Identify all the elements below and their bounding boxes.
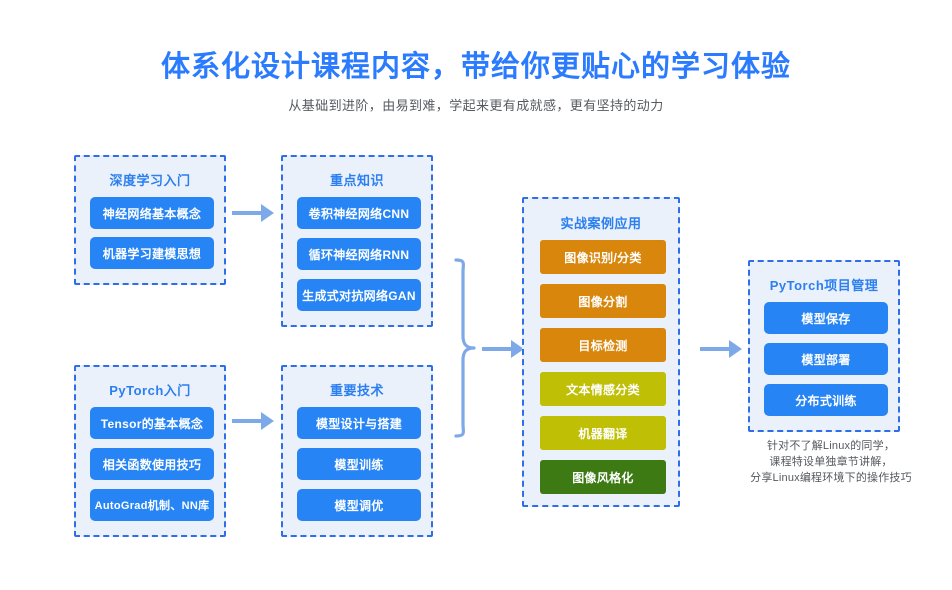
group-panel-practical-cases[interactable]: 实战案例应用 图像识别/分类 图像分割 目标检测 文本情感分类 机器翻译 图像风…: [522, 197, 680, 507]
arrow-head: [261, 412, 274, 430]
curly-brace-connector: [452, 258, 478, 438]
arrow-head: [729, 340, 742, 358]
chip-rnn[interactable]: 循环神经网络RNN: [297, 238, 421, 270]
chip-ml-modeling-ideas[interactable]: 机器学习建模思想: [90, 237, 214, 269]
chip-gan[interactable]: 生成式对抗网络GAN: [297, 279, 421, 311]
arrow-brace-to-practical-cases: [482, 339, 524, 359]
group-title-deep-learning-intro: 深度学习入门: [109, 173, 191, 188]
arrow-head: [261, 204, 274, 222]
chip-model-training[interactable]: 模型训练: [297, 448, 421, 480]
arrow-practical-cases-to-project-management: [700, 339, 742, 359]
chip-tensor-basics[interactable]: Tensor的基本概念: [90, 407, 214, 439]
group-panel-key-knowledge[interactable]: 重点知识 卷积神经网络CNN 循环神经网络RNN 生成式对抗网络GAN: [281, 155, 433, 327]
chip-model-saving[interactable]: 模型保存: [764, 302, 888, 334]
chip-model-design[interactable]: 模型设计与搭建: [297, 407, 421, 439]
chip-distributed-training[interactable]: 分布式训练: [764, 384, 888, 416]
arrow-shaft: [482, 347, 512, 351]
arrow-shaft: [700, 347, 730, 351]
arrow-shaft: [232, 419, 262, 423]
group-panel-deep-learning-intro[interactable]: 深度学习入门 神经网络基本概念 机器学习建模思想: [74, 155, 226, 285]
header: 体系化设计课程内容，带给你更贴心的学习体验 从基础到进阶，由易到难，学起来更有成…: [0, 48, 952, 115]
chip-object-detection[interactable]: 目标检测: [540, 328, 666, 362]
chip-neural-network-basics[interactable]: 神经网络基本概念: [90, 197, 214, 229]
chip-image-segmentation[interactable]: 图像分割: [540, 284, 666, 318]
chip-text-sentiment-classification[interactable]: 文本情感分类: [540, 372, 666, 406]
chip-cnn[interactable]: 卷积神经网络CNN: [297, 197, 421, 229]
chip-machine-translation[interactable]: 机器翻译: [540, 416, 666, 450]
arrow-shaft: [232, 211, 262, 215]
footnote-line-1: 针对不了解Linux的同学，: [766, 440, 896, 452]
chip-autograd-nn[interactable]: AutoGrad机制、NN库: [90, 489, 214, 521]
footnote-line-2: 课程特设单独章节讲解，: [769, 456, 893, 468]
chip-function-tips[interactable]: 相关函数使用技巧: [90, 448, 214, 480]
group-title-pytorch-intro: PyTorch入门: [109, 383, 191, 398]
group-panel-pytorch-intro[interactable]: PyTorch入门 Tensor的基本概念 相关函数使用技巧 AutoGrad机…: [74, 365, 226, 537]
chip-model-tuning[interactable]: 模型调优: [297, 489, 421, 521]
page-title: 体系化设计课程内容，带给你更贴心的学习体验: [160, 51, 791, 83]
chip-model-deployment[interactable]: 模型部署: [764, 343, 888, 375]
group-title-project-management: PyTorch项目管理: [769, 278, 879, 293]
page-subtitle: 从基础到进阶，由易到难，学起来更有成就感，更有坚持的动力: [288, 98, 664, 113]
chip-image-style-transfer[interactable]: 图像风格化: [540, 460, 666, 494]
group-title-key-knowledge: 重点知识: [329, 173, 384, 188]
footnote: 针对不了解Linux的同学， 课程特设单独章节讲解， 分享Linux编程环境下的…: [716, 438, 946, 486]
arrow-pytorch-to-key-techniques: [232, 411, 274, 431]
arrow-head: [511, 340, 524, 358]
group-title-practical-cases: 实战案例应用: [560, 216, 642, 231]
group-title-key-techniques: 重要技术: [329, 383, 384, 398]
footnote-line-3: 分享Linux编程环境下的操作技巧: [750, 472, 912, 484]
group-panel-project-management[interactable]: PyTorch项目管理 模型保存 模型部署 分布式训练: [748, 260, 900, 432]
chip-image-recognition[interactable]: 图像识别/分类: [540, 240, 666, 274]
arrow-deep-learning-to-key-knowledge: [232, 203, 274, 223]
group-panel-key-techniques[interactable]: 重要技术 模型设计与搭建 模型训练 模型调优: [281, 365, 433, 537]
